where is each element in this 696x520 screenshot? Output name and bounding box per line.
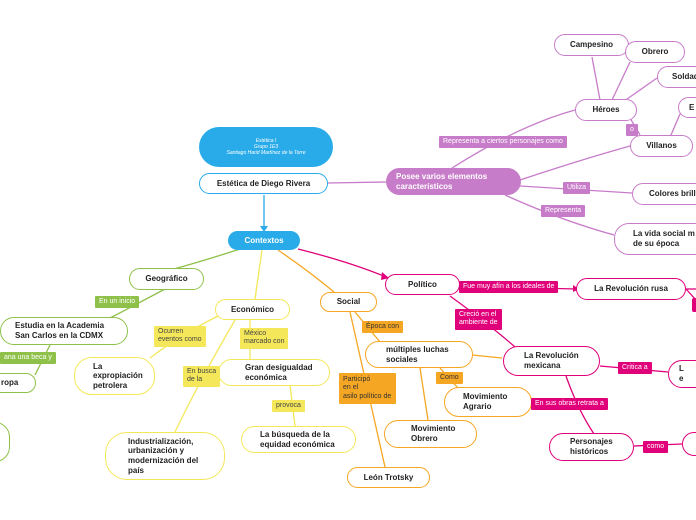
villanos-node[interactable]: Villanos <box>630 135 693 157</box>
contextos-node[interactable]: Contextos <box>228 231 300 250</box>
label-participo: Participó en el asilo político de <box>339 373 396 405</box>
europa-node[interactable]: ropa <box>0 373 36 393</box>
mov-obrero-node[interactable]: Movimiento Obrero <box>384 420 477 448</box>
desigualdad-node[interactable]: Gran desigualdad económica <box>218 359 330 386</box>
label-epoca-con: Época con <box>362 321 404 334</box>
rev-mexicana-node[interactable]: La Revolución mexicana <box>503 346 600 376</box>
label-crecio: Creció en el ambiente de <box>455 309 502 330</box>
label-gana-beca: ana una beca y <box>0 352 56 365</box>
campesino-node[interactable]: Campesino <box>554 34 629 56</box>
label-critica: Critica a <box>618 362 652 375</box>
header-line1: Estética I <box>255 138 277 144</box>
soldado-node[interactable]: Soldad <box>657 66 696 88</box>
villanos-top-node[interactable]: E <box>678 97 696 118</box>
busqueda-node[interactable]: La búsqueda de la equidad económica <box>241 426 356 453</box>
social-node[interactable]: Social <box>320 292 377 312</box>
critica-target-node[interactable]: L e <box>668 360 696 388</box>
label-mexico-marcado: México marcado con <box>240 328 289 349</box>
geografico-node[interactable]: Geográfico <box>129 268 204 290</box>
rev-rusa-partial[interactable] <box>692 298 696 312</box>
header-line2: Grupo 1E3 <box>253 144 279 150</box>
rev-rusa-node[interactable]: La Revolución rusa <box>576 278 686 300</box>
label-ocurren: Ocurren eventos como <box>154 326 206 347</box>
politico-node[interactable]: Político <box>385 274 460 295</box>
posee-node[interactable]: Posee varios elementos característicos <box>386 168 521 195</box>
obrero-node[interactable]: Obrero <box>625 41 685 63</box>
economico-node[interactable]: Económico <box>215 299 290 320</box>
label-como: Como <box>436 372 463 385</box>
label-provoca: provoca <box>272 400 305 413</box>
vida-social-node[interactable]: La vida social m de su época <box>614 223 696 255</box>
label-en-un-inicio: En un inicio <box>95 296 140 309</box>
colores-node[interactable]: Colores brill <box>632 183 696 205</box>
main-topic-node[interactable]: Estética de Diego Rivera <box>199 173 328 194</box>
expropiacion-node[interactable]: La expropiación petrolera <box>74 357 155 395</box>
label-o: o <box>626 124 638 137</box>
label-representa: Representa <box>541 205 586 218</box>
label-representa-personajes: Representa a ciertos personajes como <box>439 136 567 149</box>
agrario-node[interactable]: Movimiento Agrario <box>444 387 532 417</box>
label-en-sus-obras: En sus obras retrata a <box>531 398 608 411</box>
label-utiliza: Utiliza <box>563 182 591 195</box>
author-header[interactable]: Estética I Grupo 1E3 Santiago Harid Mart… <box>199 127 333 167</box>
label-como2: como <box>643 441 669 454</box>
label-fue-afin: Fue muy afín a los ideales de <box>459 281 559 294</box>
header-line3: Santiago Harid Martínez de la Torre <box>226 150 306 156</box>
heroes-node[interactable]: Héroes <box>575 99 637 121</box>
label-en-busca: En busca de la <box>183 366 221 387</box>
trotsky-node[interactable]: León Trotsky <box>347 467 430 488</box>
luchas-node[interactable]: múltiples luchas sociales <box>365 341 473 368</box>
personajes-node[interactable]: Personajes históricos <box>549 433 634 461</box>
industrializacion-node[interactable]: Industrialización, urbanización y modern… <box>105 432 225 480</box>
estudia-node[interactable]: Estudia en la Academia San Carlos en la … <box>0 317 128 345</box>
